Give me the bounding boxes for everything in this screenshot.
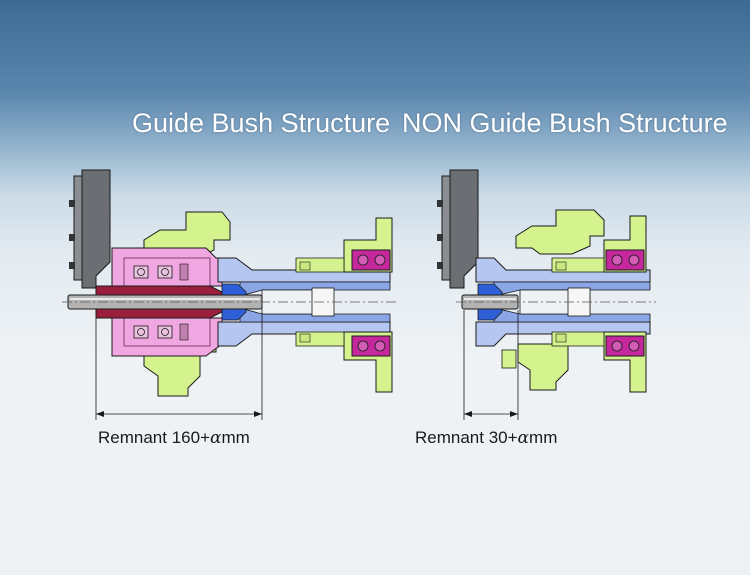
remnant-caption-right-prefix: Remnant 30+ <box>415 428 518 447</box>
remnant-dimension-left <box>95 312 263 420</box>
remnant-caption-left-prefix: Remnant 160+ <box>98 428 210 447</box>
remnant-caption-right-unit: mm <box>529 428 558 447</box>
remnant-caption-left-unit: mm <box>221 428 250 447</box>
green-bracket-bottom-right <box>501 343 569 391</box>
non-guide-bush-assembly <box>437 169 656 420</box>
workpiece-bar-right <box>461 294 519 310</box>
guide-bush-assembly <box>62 169 398 420</box>
remnant-caption-right: Remnant 30+αmm <box>415 428 557 448</box>
non-guide-bush-title: NON Guide Bush Structure <box>402 108 728 138</box>
tool-holder-right <box>437 169 479 289</box>
remnant-caption-left-alpha: α <box>210 428 222 448</box>
spindle-bearings-right <box>605 249 645 357</box>
green-bracket-top-right <box>515 209 605 255</box>
remnant-dimension-right <box>463 310 519 420</box>
guide-bush-title: Guide Bush Structure <box>132 108 391 138</box>
remnant-caption-left: Remnant 160+αmm <box>98 428 250 448</box>
remnant-caption-right-alpha: α <box>517 428 530 448</box>
tool-holder-left <box>69 169 111 289</box>
spindle-bearings-left <box>351 249 391 357</box>
